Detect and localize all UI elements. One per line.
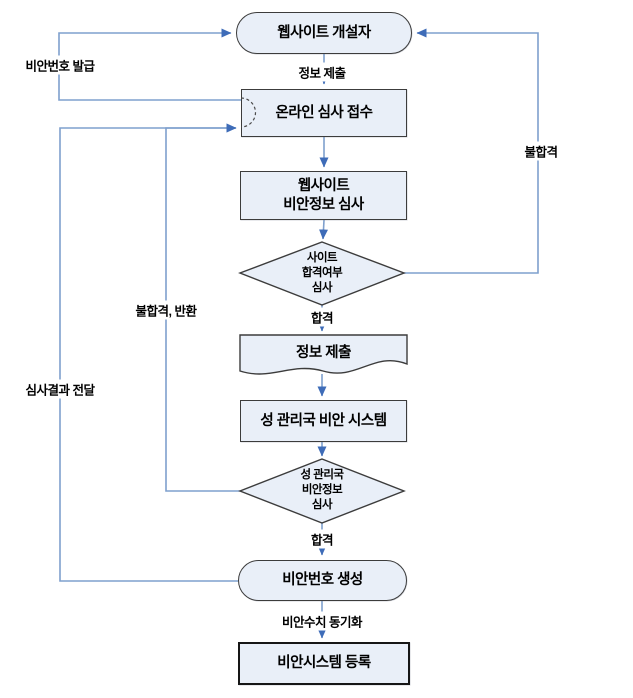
node-start: 웹사이트 개설자 (236, 12, 412, 54)
edge-label-submit-info: 정보 제출 (295, 62, 349, 82)
node-start-label: 웹사이트 개설자 (277, 24, 371, 41)
edge-fail-loop (404, 28, 539, 274)
edge-review-to-decision1 (319, 219, 328, 240)
node-info-doc: 정보 제출 (240, 337, 407, 365)
node-website-review-line1: 웹사이트 (297, 177, 350, 194)
edge-label-pass-site: 합격 (307, 307, 337, 327)
node-website-review-line2: 비안정보 심사 (283, 196, 364, 213)
node-province-system-label: 성 관리국 비안 시스템 (260, 412, 387, 429)
node-website-review: 웹사이트 비안정보 심사 (240, 171, 407, 220)
node-online-review: 온라인 심사 접수 (241, 89, 407, 137)
node-province-system: 성 관리국 비안 시스템 (240, 400, 407, 442)
province-decision-line2: 비안정보 (301, 483, 343, 496)
node-system-register-label: 비안시스템 등록 (277, 655, 371, 672)
node-system-register: 비안시스템 등록 (238, 642, 410, 685)
node-site-decision: 사이트 합격여부 심사 (262, 247, 382, 300)
node-number-gen: 비안번호 생성 (238, 560, 407, 601)
edge-label-sync: 비안수치 동기화 (279, 611, 365, 631)
province-decision-line3: 심사 (311, 499, 333, 512)
province-decision-line1: 성 관리국 (300, 468, 344, 481)
site-decision-line3: 심사 (311, 282, 333, 295)
site-decision-line1: 사이트 (306, 251, 338, 264)
edge-result-delivery-loop (59, 123, 238, 582)
edge-label-number-issue: 비안번호 발급 (22, 55, 98, 75)
edge-label-fail-return: 불합격, 반환 (132, 300, 200, 320)
node-number-gen-label: 비안번호 생성 (282, 572, 363, 589)
node-province-decision: 성 관리국 비안정보 심사 (262, 464, 382, 517)
node-online-review-label: 온라인 심사 접수 (275, 104, 373, 121)
site-decision-line2: 합격여부 (301, 266, 343, 279)
edge-label-result-delivery: 심사결과 전달 (22, 379, 98, 399)
edge-label-fail: 불합격 (521, 141, 561, 161)
info-doc-label: 정보 제출 (296, 344, 351, 361)
edge-label-pass-province: 합격 (307, 529, 337, 549)
